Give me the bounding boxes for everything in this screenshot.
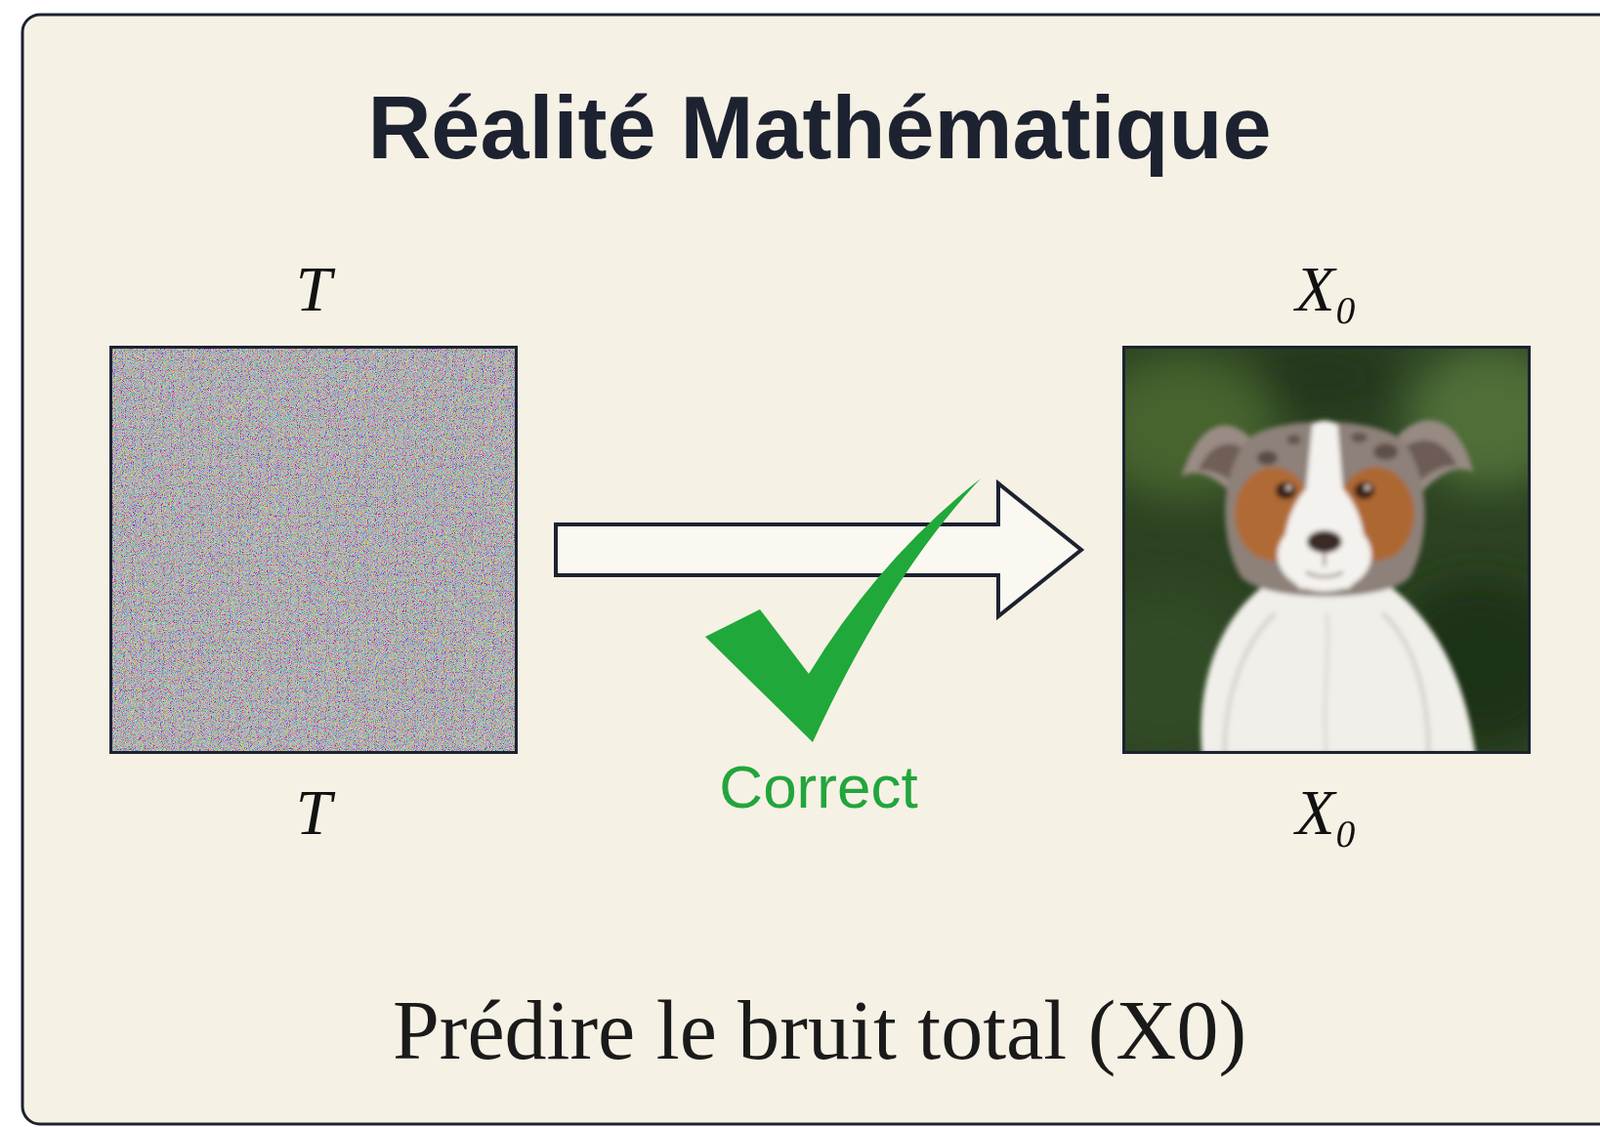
- check-mark: [705, 478, 981, 743]
- image-box: X₀X₀: [1122, 345, 1531, 755]
- image-label: X₀: [1066, 780, 1587, 845]
- edge-label: Correct: [718, 757, 918, 818]
- image-label: T: [53, 780, 574, 845]
- panel-frame: [22, 14, 1600, 1125]
- block-arrow: [555, 483, 1082, 617]
- image-label: T: [53, 256, 574, 322]
- dog-photo: [1122, 345, 1531, 755]
- noise-image: [109, 345, 518, 755]
- caption: Prédire le bruit total (X0): [392, 988, 1247, 1073]
- image-box: TT: [109, 345, 518, 755]
- image-label: X₀: [1066, 256, 1587, 322]
- title: Réalité Mathématique: [367, 84, 1271, 172]
